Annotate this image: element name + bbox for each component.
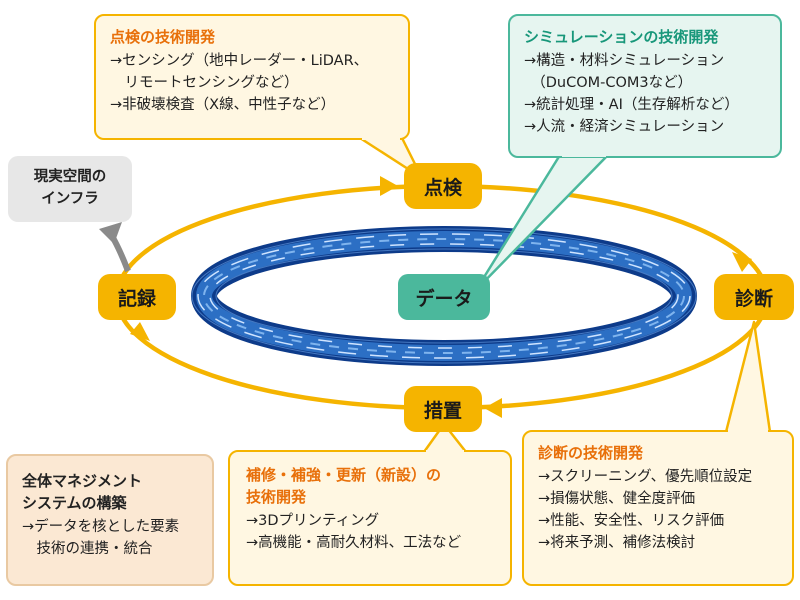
real-infra-box: 現実空間の インフラ: [8, 156, 132, 222]
repair-tech-title: 補修・補強・更新（新設）の: [246, 466, 442, 484]
simulation-tech-item: →人流・経済シミュレーション: [524, 119, 725, 135]
diagnosis-node: 診断: [714, 274, 794, 320]
repair-tech-callout: 補修・補強・更新（新設）の 技術開発 →3Dプリンティング →高機能・高耐久材料…: [228, 450, 512, 586]
record-node: 記録: [98, 274, 176, 320]
simulation-tail-seam: [562, 151, 606, 157]
real-infra-line: 現実空間の: [33, 169, 107, 185]
cycle-arrow-right: [732, 252, 752, 272]
repair-tech-item: →3Dプリンティング: [246, 513, 380, 529]
diagnosis-tail-seam: [728, 430, 768, 435]
diagnosis-tech-item: →スクリーニング、優先順位設定: [538, 469, 753, 485]
inspection-tech-item: リモートセンシングなど）: [110, 75, 299, 91]
diagnosis-callout-tail: [724, 320, 772, 434]
management-item: 技術の連携・統合: [22, 541, 153, 557]
inspection-tech-title: 点検の技術開発: [110, 28, 216, 46]
measures-node: 措置: [404, 386, 482, 432]
cycle-arrow-top: [380, 176, 398, 196]
inspection-tail-seam: [362, 134, 400, 140]
diagnosis-tech-item: →将来予測、補修法検討: [538, 535, 696, 551]
cycle-arrow-left: [130, 322, 150, 341]
repair-tech-item: →高機能・高耐久材料、工法など: [246, 535, 462, 551]
inspection-tech-callout: 点検の技術開発 →センシング（地中レーダー・LiDAR、 リモートセンシングなど…: [94, 14, 410, 140]
data-node: データ: [398, 274, 490, 320]
management-title: システムの構築: [22, 494, 127, 512]
diagnosis-tech-title: 診断の技術開発: [538, 444, 644, 462]
diagnosis-tech-callout: 診断の技術開発 →スクリーニング、優先順位設定 →損傷状態、健全度評価 →性能、…: [522, 430, 794, 586]
diagnosis-tech-item: →性能、安全性、リスク評価: [538, 513, 725, 529]
simulation-tech-item: →統計処理・AI（生存解析など）: [524, 97, 739, 113]
management-box: 全体マネジメント システムの構築 →データを核とした要素 技術の連携・統合: [6, 454, 214, 586]
real-infra-line: インフラ: [41, 191, 99, 207]
diagnosis-tech-item: →損傷状態、健全度評価: [538, 491, 696, 507]
simulation-tech-callout: シミュレーションの技術開発 →構造・材料シミュレーション （DuCOM-COM3…: [508, 14, 782, 158]
management-item: →データを核とした要素: [22, 519, 180, 535]
data-ring: [191, 226, 697, 366]
inspection-node: 点検: [404, 163, 482, 209]
management-title: 全体マネジメント: [22, 472, 143, 490]
repair-tail-seam: [426, 450, 464, 455]
simulation-tech-item: →構造・材料シミュレーション: [524, 53, 725, 69]
inspection-tech-item: →センシング（地中レーダー・LiDAR、: [110, 53, 369, 69]
simulation-tech-title: シミュレーションの技術開発: [524, 28, 719, 46]
cycle-arrow-bottom: [484, 398, 502, 418]
repair-tech-title: 技術開発: [246, 488, 307, 506]
simulation-callout-tail: [474, 153, 610, 292]
record-to-infra-arrowhead: [99, 222, 122, 244]
simulation-tech-item: （DuCOM-COM3など）: [524, 75, 693, 91]
inspection-tech-item: →非破壊検査（X線、中性子など）: [110, 97, 336, 113]
